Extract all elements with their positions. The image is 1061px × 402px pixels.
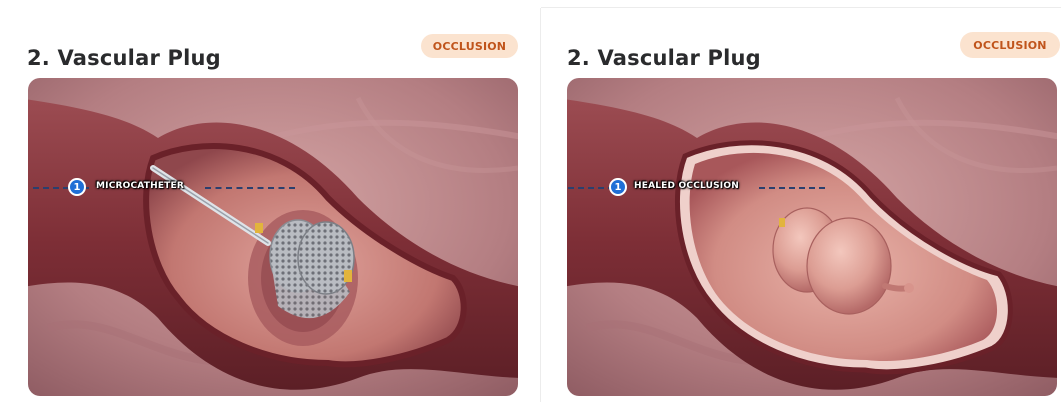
panel-healed: 2. Vascular Plug OCCLUSION [541, 0, 1061, 402]
vessel-illustration [28, 78, 518, 396]
panel-title: 2. Vascular Plug [567, 46, 761, 70]
occlusion-badge: OCCLUSION [421, 34, 518, 58]
occlusion-badge: OCCLUSION [960, 32, 1060, 58]
panel-title: 2. Vascular Plug [27, 46, 221, 70]
vessel-illustration [567, 78, 1057, 396]
panel-deployment: 2. Vascular Plug OCCLUSION [0, 0, 530, 402]
